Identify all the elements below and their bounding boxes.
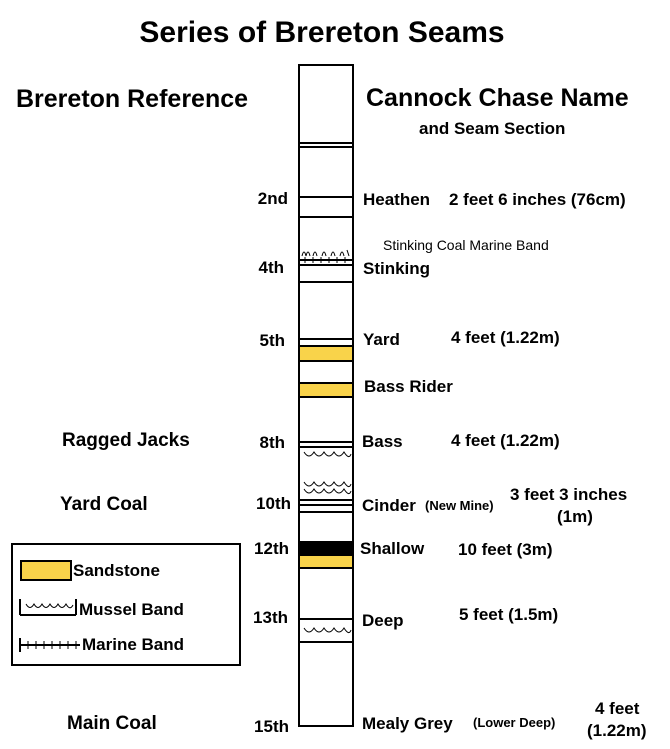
legend-mussel-label: Mussel Band: [79, 600, 184, 619]
seam-number-stinking: 4th: [258, 258, 285, 277]
thickness-deep: 5 feet (1.5m): [459, 605, 559, 624]
mussel-band-3: [303, 488, 352, 495]
thickness-bass: 4 feet (1.22m): [451, 431, 560, 450]
ref-main-coal: Main Coal: [67, 713, 157, 734]
sandstone-layer-1: [298, 345, 354, 362]
seam-number-yard: 5th: [259, 331, 286, 350]
diagram-title: Series of Brereton Seams: [139, 16, 505, 49]
seam-name-stinking: Stinking: [363, 259, 431, 278]
seam-name-bass-rider: Bass Rider: [364, 377, 453, 396]
sandstone-layer-3: [298, 554, 354, 569]
thickness-cinder-line1: 3 feet 3 inches: [510, 485, 628, 504]
seam-number-cinder: 10th: [256, 494, 291, 513]
seam-name-mealy-grey: Mealy Grey: [362, 714, 453, 733]
thickness-yard: 4 feet (1.22m): [451, 328, 560, 347]
column-marine-band: [299, 249, 353, 263]
qualifier-lower-deep: (Lower Deep): [473, 715, 556, 730]
thickness-cinder-line2: (1m): [557, 507, 593, 526]
sandstone-layer-2: [298, 382, 354, 398]
seam-name-bass: Bass: [362, 432, 403, 451]
ref-yard-coal: Yard Coal: [60, 494, 148, 515]
seam-name-cinder: Cinder: [362, 496, 416, 515]
seam-number-mealy-grey: 15th: [254, 717, 289, 736]
mussel-band-4: [303, 627, 352, 634]
ref-ragged-jacks: Ragged Jacks: [62, 430, 190, 451]
mussel-band-2: [303, 481, 352, 488]
legend-sandstone-label: Sandstone: [73, 561, 160, 580]
header-cannock-chase-name: Cannock Chase Name: [366, 84, 629, 112]
seam-number-shallow: 12th: [254, 539, 289, 558]
note-stinking-marine-band: Stinking Coal Marine Band: [383, 237, 549, 253]
legend-mussel-symbol: [19, 599, 77, 616]
seam-number-deep: 13th: [253, 608, 288, 627]
seam-name-heathen: Heathen: [363, 190, 431, 209]
thickness-heathen: 2 feet 6 inches (76cm): [449, 190, 626, 209]
legend-marine-symbol: [19, 638, 80, 652]
legend-sandstone-swatch: [20, 560, 72, 581]
seam-name-shallow: Shallow: [360, 539, 425, 558]
thickness-shallow: 10 feet (3m): [458, 540, 553, 559]
seam-name-deep: Deep: [362, 611, 404, 630]
thickness-mealy-grey-line1: 4 feet: [595, 699, 640, 718]
seam-number-bass: 8th: [259, 433, 286, 452]
coal-layer-shallow: [299, 541, 353, 555]
mussel-band-1: [303, 451, 352, 458]
legend-box: [11, 543, 241, 666]
header-brereton-reference: Brereton Reference: [16, 85, 249, 113]
thickness-mealy-grey-line2: (1.22m): [587, 721, 647, 740]
legend-marine-label: Marine Band: [82, 635, 185, 654]
header-seam-section: and Seam Section: [419, 119, 566, 138]
seam-number-heathen: 2nd: [257, 189, 288, 208]
qualifier-new-mine: (New Mine): [425, 498, 494, 513]
seam-name-yard: Yard: [363, 330, 400, 349]
